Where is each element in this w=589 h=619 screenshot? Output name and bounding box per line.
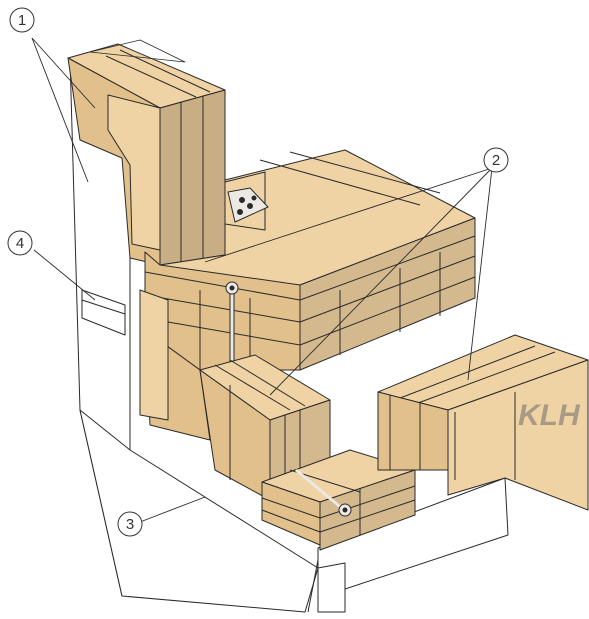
callout-2: 2 [483, 147, 509, 173]
membrane-flap [81, 289, 126, 336]
brand-logo-text: KLH [518, 399, 581, 432]
membrane-sheet [69, 57, 509, 613]
connector-slab [261, 449, 416, 551]
upper-wall [67, 39, 226, 266]
right-wall [377, 334, 589, 511]
callout-3: 3 [117, 511, 143, 537]
callout-1: 1 [9, 7, 35, 33]
callout-2-label: 2 [492, 152, 500, 169]
callout-4-label: 4 [16, 235, 24, 252]
callout-1-label: 1 [18, 12, 26, 29]
leader-lines [31, 37, 493, 523]
screw-vertical [225, 281, 239, 365]
callout-4: 4 [7, 230, 33, 256]
screw-diagonal [295, 468, 352, 517]
angle-bracket [227, 187, 269, 223]
callout-3-label: 3 [126, 516, 134, 533]
